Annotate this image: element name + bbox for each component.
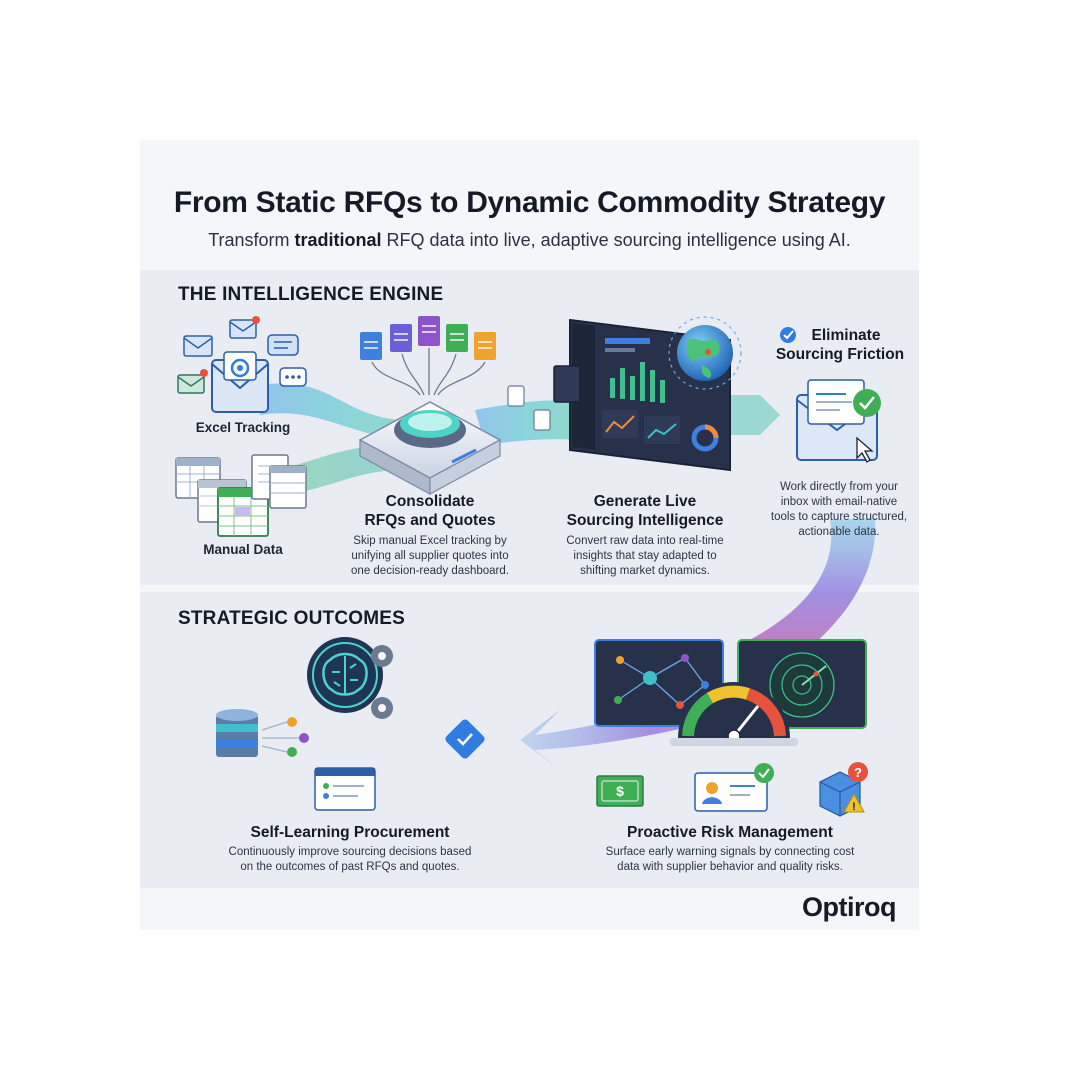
svg-text:$: $ bbox=[616, 783, 624, 799]
consolidate-block: Consolidate RFQs and Quotes Skip manual … bbox=[320, 492, 540, 579]
flow-ribbon-hub bbox=[475, 400, 580, 445]
generate-desc-2: insights that stay adapted to bbox=[573, 550, 717, 562]
consolidate-desc-1: Skip manual Excel tracking by bbox=[353, 535, 507, 547]
eliminate-title-1: Eliminate bbox=[811, 327, 881, 344]
risk-desc-1: Surface early warning signals by connect… bbox=[605, 846, 855, 858]
excel-tracking-label: Excel Tracking bbox=[195, 420, 291, 435]
small-envelope-icon-3 bbox=[177, 369, 208, 394]
risk-box-icon: ? ! bbox=[819, 762, 868, 817]
brain-gear-icon bbox=[307, 637, 393, 719]
spreadsheet-green-icon bbox=[217, 487, 269, 537]
chat-dots-icon bbox=[279, 367, 307, 387]
generate-title-1: Generate Live bbox=[593, 493, 697, 510]
self-learning-title: Self-Learning Procurement bbox=[250, 824, 450, 841]
generate-desc-3: shifting market dynamics. bbox=[580, 565, 710, 577]
flow-ribbon-mail bbox=[260, 383, 415, 440]
risk-title: Proactive Risk Management bbox=[627, 824, 833, 841]
eliminate-desc-block: Work directly from your inbox with email… bbox=[760, 480, 918, 540]
floating-doc-icon bbox=[507, 385, 551, 431]
engine-heading: THE INTELLIGENCE ENGINE bbox=[178, 284, 444, 305]
generate-block: Generate Live Sourcing Intelligence Conv… bbox=[540, 492, 750, 579]
eliminate-title-2: Sourcing Friction bbox=[775, 346, 905, 363]
manual-data-label: Manual Data bbox=[203, 542, 283, 557]
self-learning-desc-2: on the outcomes of past RFQs and quotes. bbox=[240, 861, 460, 873]
page-title: From Static RFQs to Dynamic Commodity St… bbox=[173, 186, 886, 219]
risk-desc-2: data with supplier behavior and quality … bbox=[617, 861, 843, 873]
eliminate-desc-1: Work directly from your bbox=[779, 481, 898, 493]
infographic-card: $ ? ! From Static RFQs to Dynamic Commod… bbox=[140, 140, 919, 930]
brand-logo: Optiroq bbox=[802, 892, 896, 922]
database-icon bbox=[216, 709, 309, 757]
outcomes-heading: STRATEGIC OUTCOMES bbox=[178, 608, 406, 629]
eliminate-desc-4: actionable data. bbox=[798, 526, 880, 538]
envelope-icon bbox=[211, 351, 269, 413]
hub-device-icon bbox=[358, 401, 502, 496]
small-envelope-icon bbox=[183, 335, 213, 357]
subtitle-prefix: Transform bbox=[208, 230, 295, 250]
check-circle-icon bbox=[780, 327, 796, 343]
consolidate-desc-2: unifying all supplier quotes into bbox=[351, 550, 509, 562]
globe-icon bbox=[668, 316, 742, 390]
gauge-icon bbox=[670, 682, 798, 746]
svg-text:!: ! bbox=[852, 801, 856, 813]
chat-bubble-icon bbox=[267, 334, 299, 356]
page-subtitle: Transform traditional RFQ data into live… bbox=[140, 230, 919, 251]
small-envelope-icon-2 bbox=[229, 316, 260, 339]
generate-title-2: Sourcing Intelligence bbox=[566, 512, 724, 529]
infographic-graphics: $ ? ! bbox=[140, 270, 919, 888]
consolidate-title-1: Consolidate bbox=[385, 493, 475, 510]
svg-text:?: ? bbox=[854, 765, 862, 780]
generate-desc-1: Convert raw data into real-time bbox=[566, 535, 724, 547]
subtitle-suffix: RFQ data into live, adaptive sourcing in… bbox=[381, 230, 851, 250]
money-icon: $ bbox=[596, 775, 644, 807]
subtitle-bold: traditional bbox=[294, 230, 382, 250]
diamond-check-icon bbox=[445, 719, 485, 759]
eliminate-desc-3: tools to capture structured, bbox=[770, 511, 908, 523]
documents-icon bbox=[360, 316, 496, 396]
eliminate-title-block: Eliminate Sourcing Friction bbox=[770, 326, 910, 364]
spreadsheet-icon-4 bbox=[269, 465, 307, 509]
risk-block: Proactive Risk Management Surface early … bbox=[575, 823, 885, 875]
self-learning-block: Self-Learning Procurement Continuously i… bbox=[200, 823, 500, 875]
supplier-card-icon bbox=[694, 763, 774, 812]
self-learning-desc-1: Continuously improve sourcing decisions … bbox=[228, 846, 472, 858]
consolidate-desc-3: one decision-ready dashboard. bbox=[351, 565, 509, 577]
flow-arrow-inbox bbox=[715, 395, 780, 435]
browser-list-icon bbox=[314, 767, 376, 811]
inbox-icon bbox=[796, 379, 881, 463]
consolidate-title-2: RFQs and Quotes bbox=[364, 512, 496, 529]
eliminate-desc-2: inbox with email-native bbox=[780, 496, 898, 508]
